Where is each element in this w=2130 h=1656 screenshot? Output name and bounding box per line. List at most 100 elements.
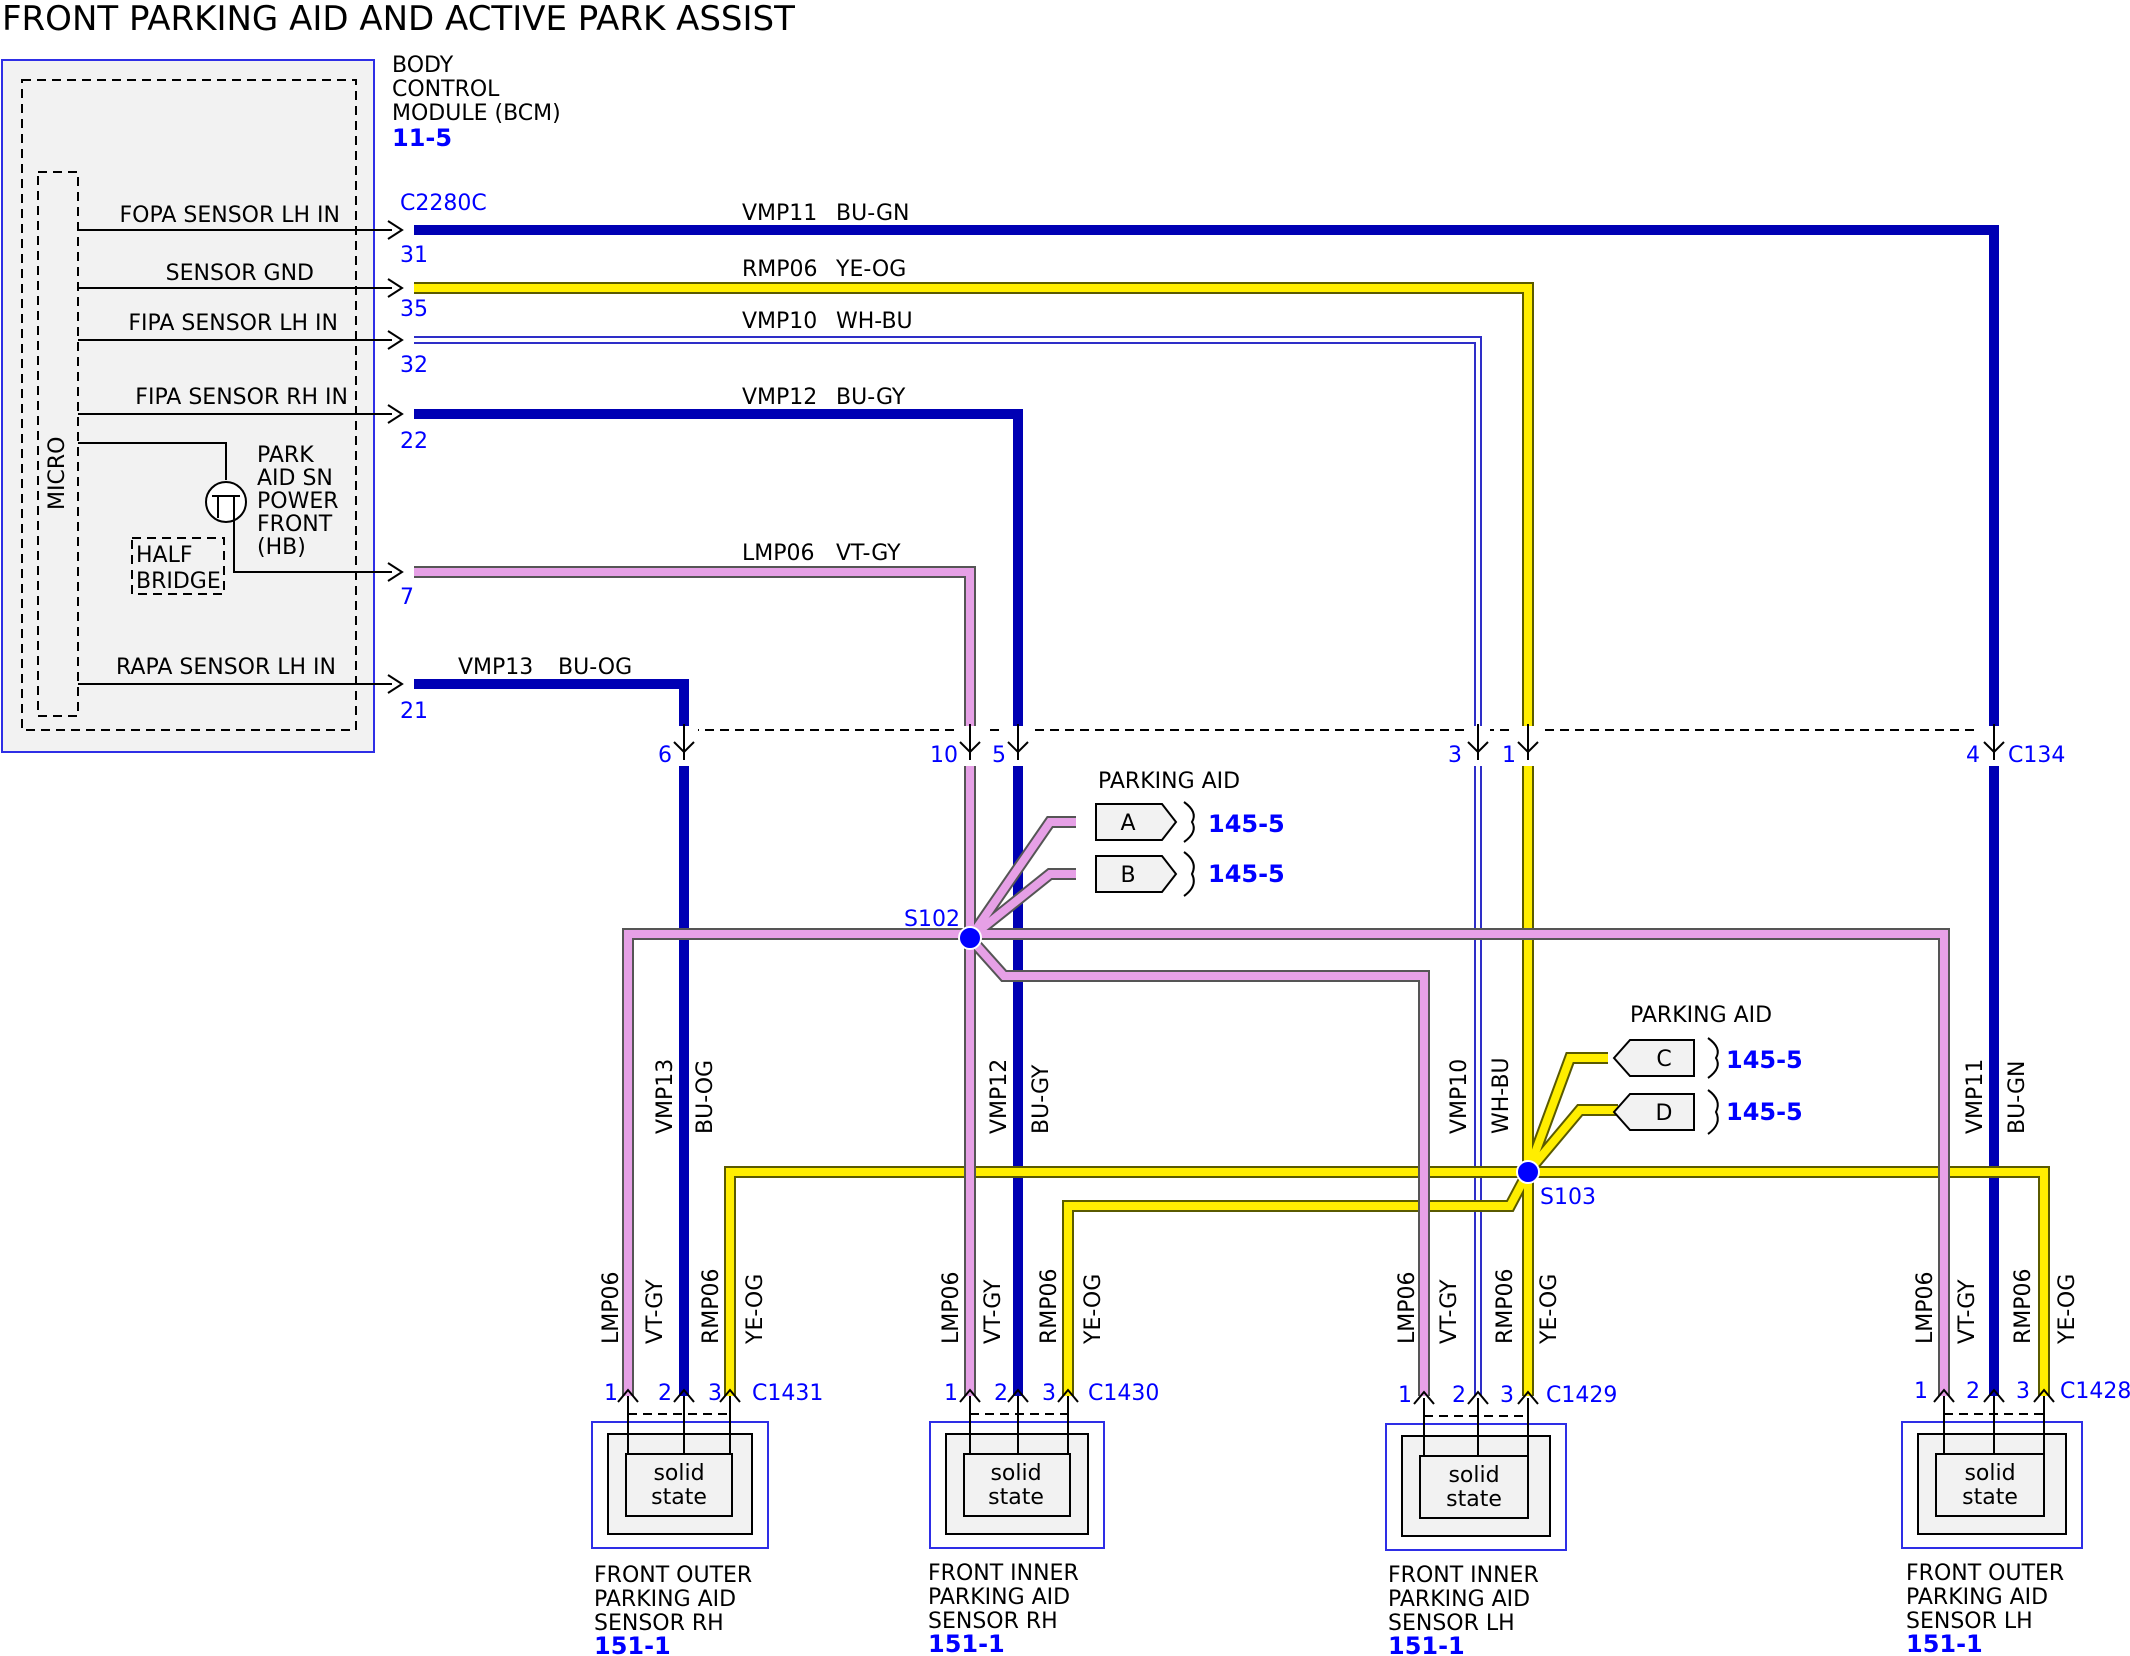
bcm-connector-arrows: [387, 220, 404, 694]
mid-label-bu-og: BU-OG: [693, 1060, 718, 1134]
bcm-connector-id: C2280C: [400, 191, 487, 216]
power-label-4: FRONT: [257, 512, 333, 537]
sensor-leads: [627, 1396, 731, 1454]
mid-label-vmp12: VMP12: [987, 1059, 1012, 1134]
parking-aid-ab-label: PARKING AID: [1098, 769, 1240, 794]
half-bridge-block: [131, 537, 225, 595]
bcm-inner-boundary: [21, 79, 357, 731]
c134-arrow-1-icon: [1517, 724, 1539, 760]
pin-1: 1: [604, 1381, 618, 1406]
power-driver-gate-icon: [212, 495, 240, 518]
micro-label: MICRO: [45, 437, 70, 510]
label-ye-og: YE-OG: [1537, 1274, 1562, 1345]
wire-lmp06-b: [967, 870, 1076, 942]
pin-label-rapa-lh: RAPA SENSOR LH IN: [116, 655, 336, 680]
sensor-c1429-labels: LMP06 VT-GY RMP06 YE-OG: [1395, 1268, 1562, 1345]
sensor-connector-id: C1428: [2060, 1379, 2130, 1404]
wire-color-bu-gn: BU-GN: [836, 201, 909, 226]
sensor-ref: 151-1: [928, 1630, 1005, 1656]
sensor-name-1: FRONT OUTER: [594, 1563, 752, 1588]
parking-aid-cd: PARKING AID C D 145-5 145-5: [1612, 1003, 1803, 1135]
wire-label-lmp06: LMP06: [742, 541, 815, 566]
c134-pin-6: 6: [658, 743, 672, 768]
wire-rmp06-bus: [726, 1168, 2048, 1396]
label-ye-og: YE-OG: [1081, 1274, 1106, 1345]
sensor-c1430-labels: LMP06 VT-GY RMP06 YE-OG: [939, 1268, 1106, 1345]
wire-lmp06-main: [414, 568, 974, 938]
wire-vmp10: [414, 338, 1480, 1396]
sensor-name-2: PARKING AID: [594, 1587, 736, 1612]
brace-c-icon: [1707, 1037, 1719, 1079]
sensor-name-3: SENSOR LH: [1388, 1611, 1515, 1636]
solid-state-1: solid: [653, 1461, 704, 1486]
connector-arrow-22-icon: [387, 404, 404, 424]
label-rmp06: RMP06: [699, 1268, 724, 1344]
c134-pin-5: 5: [992, 743, 1006, 768]
mid-vertical-labels: VMP13 BU-OG VMP12 BU-GY VMP10 WH-BU VMP1…: [653, 1057, 2030, 1134]
c134-pin-10: 10: [930, 743, 958, 768]
pin-label-sensor-gnd: SENSOR GND: [166, 261, 314, 286]
solid-state-1: solid: [1964, 1461, 2015, 1486]
sensor-pin-arrows-icon: [617, 1388, 741, 1403]
solid-state-block: [1419, 1455, 1529, 1519]
bcm-internal-leads: [78, 229, 392, 685]
bcm-name-1: BODY: [392, 53, 454, 78]
bcm-name-3: MODULE (BCM): [392, 101, 561, 126]
half-bridge-label-1: HALF: [136, 543, 193, 568]
label-vt-gy: VT-GY: [643, 1279, 668, 1344]
sensor-leads: [969, 1396, 1069, 1454]
c134-arrow-10-icon: [959, 724, 981, 760]
pin-2: 2: [1966, 1379, 1980, 1404]
label-rmp06: RMP06: [1493, 1268, 1518, 1344]
parking-aid-d-ref: 145-5: [1726, 1098, 1803, 1126]
parking-aid-ab: PARKING AID A B 145-5 145-5: [1095, 769, 1285, 897]
wire-label-rmp06: RMP06: [742, 257, 818, 282]
wire-lmp06-inner-lh: [967, 935, 1428, 1396]
wire-labels: VMP11 BU-GN RMP06 YE-OG VMP10 WH-BU VMP1…: [458, 201, 913, 680]
pin-label-fipa-lh: FIPA SENSOR LH IN: [128, 311, 338, 336]
sensor-leads: [1423, 1398, 1529, 1456]
splice-s103-label: S103: [1540, 1185, 1596, 1210]
parking-aid-a-ref: 145-5: [1208, 810, 1285, 838]
pin-2: 2: [994, 1381, 1008, 1406]
pin-label-fipa-rh: FIPA SENSOR RH IN: [135, 385, 348, 410]
label-vt-gy: VT-GY: [1955, 1279, 1980, 1344]
sensor-name-2: PARKING AID: [1388, 1587, 1530, 1612]
bcm-outline: [1, 59, 375, 753]
wire-color-vt-gy: VT-GY: [836, 541, 901, 566]
sensor-c1431-labels: LMP06 VT-GY RMP06 YE-OG: [599, 1268, 768, 1345]
wire-color-wh-bu: WH-BU: [836, 309, 913, 334]
splice-s103-icon: [1516, 1160, 1540, 1184]
wire-vmp10-outline: [414, 336, 1482, 1396]
sensor-connector-id: C1431: [752, 1381, 823, 1406]
label-ye-og: YE-OG: [743, 1274, 768, 1345]
connector-arrow-32-icon: [387, 330, 404, 350]
pin-number-31: 31: [400, 243, 428, 268]
label-lmp06: LMP06: [1913, 1272, 1938, 1345]
brace-b-icon: [1183, 851, 1195, 897]
mid-label-bu-gn: BU-GN: [2005, 1061, 2030, 1134]
sensor-ref: 151-1: [594, 1632, 671, 1656]
pin-3: 3: [1042, 1381, 1056, 1406]
pin-3: 3: [708, 1381, 722, 1406]
sensor-connector-id: C1430: [1088, 1381, 1159, 1406]
label-vt-gy: VT-GY: [981, 1279, 1006, 1344]
c134-arrow-6-icon: [673, 724, 695, 760]
label-rmp06: RMP06: [1037, 1268, 1062, 1344]
power-driver-output: [233, 518, 392, 573]
wire-label-vmp10: VMP10: [742, 309, 817, 334]
sensor-name-1: FRONT INNER: [928, 1561, 1079, 1586]
bcm-name-2: CONTROL: [392, 77, 500, 102]
mid-label-bu-gy: BU-GY: [1029, 1064, 1054, 1134]
connector-arrow-21-icon: [387, 674, 404, 694]
sensor-connector-id: C1429: [1546, 1383, 1617, 1408]
c134-pin-4: 4: [1966, 743, 1980, 768]
sensor-c1430: LMP06 VT-GY RMP06 YE-OG 1 2 3 C1430 soli…: [928, 1268, 1159, 1656]
power-driver-lead: [78, 442, 227, 480]
pin-number-7: 7: [400, 585, 414, 610]
wire-color-bu-gy: BU-GY: [836, 385, 906, 410]
bcm-module: MICRO HALF BRIDGE PARK AID SN POWER FRON…: [1, 53, 561, 753]
parking-aid-c-ref: 145-5: [1726, 1046, 1803, 1074]
c134-name: C134: [2008, 743, 2065, 768]
